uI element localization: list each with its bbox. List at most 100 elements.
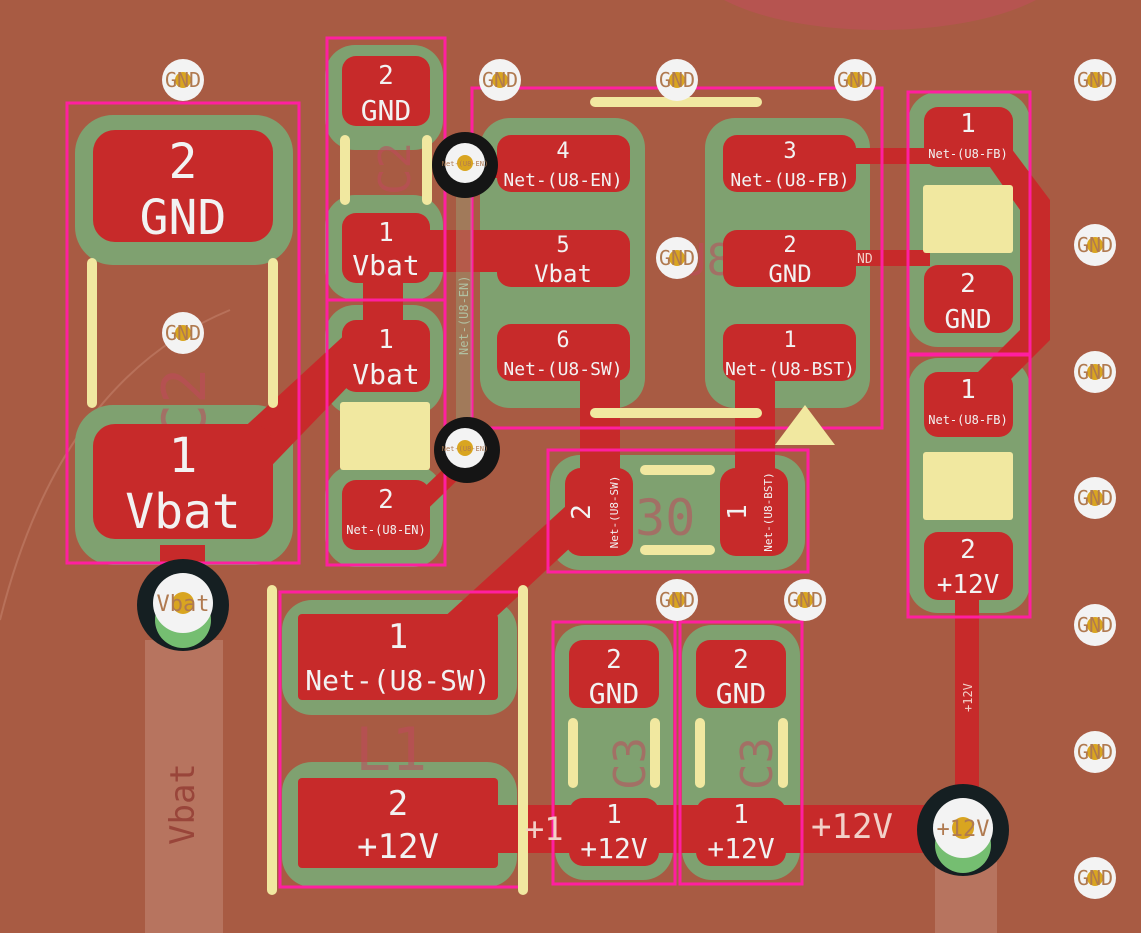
pad-c-mid-2[interactable]: 2 Net-(U8-EN) [342,480,430,550]
pad-number: 2 [960,535,976,565]
pad-number: 1 [378,325,394,355]
pad-net: GND [140,190,227,246]
via-gnd-10[interactable]: GND [1074,477,1116,519]
via-label: +12V [937,817,990,842]
pad-number: 2 [783,233,796,258]
pad-r-bot-2[interactable]: 2 +12V [924,532,1013,600]
via-gnd-3[interactable]: GND [656,59,698,101]
pad-number: 2 [378,61,394,91]
via-gnd-15[interactable]: GND [1074,857,1116,899]
pad-number: 2 [378,485,394,515]
ref-c-bot-left: C3 [605,737,656,790]
ref-c-top: C2 [370,142,421,195]
pad-number: 1 [960,109,976,139]
pad-c-top-2[interactable]: 2 GND [342,56,430,127]
via-gnd-14[interactable]: GND [1074,731,1116,773]
pad-u8-6[interactable]: 6 Net-(U8-SW) [497,324,630,381]
via-vbat[interactable]: Vbat [137,559,229,651]
via-plus12v[interactable]: +12V [917,784,1009,876]
via-gnd-13[interactable]: GND [1074,604,1116,646]
pad-net: Net-(U8-EN) [346,523,425,537]
pad-net: Net-(U8-SW) [503,359,622,380]
pad-u8-4[interactable]: 4 Net-(U8-EN) [497,135,630,192]
via-gnd-4[interactable]: GND [834,59,876,101]
pad-net: +12V [357,827,439,867]
pad-number: 3 [783,139,796,164]
pad-net: Net-(U8-FB) [928,147,1007,161]
pad-number: 1 [960,375,976,405]
pad-c-br-2[interactable]: 2 GND [696,640,786,710]
pad-u8-5[interactable]: 5 Vbat [497,230,630,288]
pad-net: Net-(U8-BST) [725,359,855,380]
via-label: GND [1077,613,1113,637]
pad-net: GND [361,94,412,127]
pad-number: 2 [169,134,198,190]
pad-number: 2 [733,645,749,675]
via-label: Net-(U8-EN) [442,445,488,453]
via-label: GND [659,246,695,270]
pad-number: 1 [783,328,796,353]
ref-c-bot-right: C3 [732,737,783,790]
via-label: GND [1077,486,1113,510]
via-label: GND [787,588,823,612]
via-label: Vbat [157,592,210,617]
ref-l1: L1 [355,715,427,785]
via-gnd-5[interactable]: GND [1074,59,1116,101]
pad-net: Net-(U8-BST) [762,472,775,551]
trace-labels: +12V +1 +12V ND Net-(U8-EN) [457,252,975,848]
via-gnd-7[interactable]: GND [656,237,698,279]
pad-c-top-1[interactable]: 1 Vbat [342,213,430,283]
via-label: GND [1077,68,1113,92]
pad-l1-2[interactable]: 2 +12V [298,778,498,868]
pad-net: +12V [937,570,1000,600]
pad-c-left-1[interactable]: 1 Vbat [93,424,273,540]
pad-c-mid-1[interactable]: 1 Vbat [342,320,430,392]
silkscreen-layer [87,97,1013,895]
pad-number: 1 [723,504,753,520]
vbat-trace-back [145,640,223,933]
via-gnd-11[interactable]: GND [656,579,698,621]
pad-r-top-1[interactable]: 1 Net-(U8-FB) [924,107,1013,167]
pad-net: +12V [580,832,648,865]
pad-net: +12V [707,832,775,865]
via-label: GND [482,68,518,92]
via-label: GND [659,68,695,92]
pad-net: Net-(U8-EN) [503,170,622,191]
via-label: Net-(U8-EN) [442,160,488,168]
via-gnd-1[interactable]: GND [162,59,204,101]
via-label: GND [659,588,695,612]
pad-u8-2[interactable]: 2 GND [723,230,856,288]
pad-net: Vbat [125,484,241,540]
pad-r-bot-1[interactable]: 1 Net-(U8-FB) [924,372,1013,437]
pad-c-bl-1[interactable]: 1 +12V [569,798,659,866]
via-label: GND [1077,740,1113,764]
vias-layer[interactable]: GND GND GND GND GND GND GND GND GND GND … [137,59,1116,899]
pad-c30-2[interactable]: 2 Net-(U8-SW) [565,468,633,556]
pad-r-top-2[interactable]: 2 GND [924,265,1013,335]
via-gnd-8[interactable]: GND [1074,224,1116,266]
pad-number: 1 [388,617,408,657]
pads-layer[interactable]: 2 GND 1 Vbat 2 GND 1 Vbat 1 Vbat 2 Net- [93,56,1013,868]
en-trace-vertical [456,175,472,435]
pad-c-bl-2[interactable]: 2 GND [569,640,659,710]
pad-c-left-2[interactable]: 2 GND [93,130,273,246]
via-gnd-2[interactable]: GND [479,59,521,101]
pad-number: 6 [556,328,569,353]
via-label: GND [1077,233,1113,257]
pad-c-br-1[interactable]: 1 +12V [696,798,786,866]
pad-c30-1[interactable]: 1 Net-(U8-BST) [720,468,788,556]
via-en-top[interactable]: Net-(U8-EN) [432,132,498,198]
pad-u8-3[interactable]: 3 Net-(U8-FB) [723,135,856,192]
via-gnd-12[interactable]: GND [784,579,826,621]
pad-u8-1[interactable]: 1 Net-(U8-BST) [723,324,856,381]
via-en-bottom[interactable]: Net-(U8-EN) [434,417,500,483]
pad-net: GND [716,677,767,710]
pad-net: Net-(U8-SW) [608,476,621,549]
pad-l1-1[interactable]: 1 Net-(U8-SW) [298,614,498,700]
via-gnd-6[interactable]: GND [162,312,204,354]
trace-label-12v-partial: +1 [525,810,564,848]
via-gnd-9[interactable]: GND [1074,351,1116,393]
pad-number: 1 [378,218,394,248]
pad-net: Vbat [352,358,419,391]
